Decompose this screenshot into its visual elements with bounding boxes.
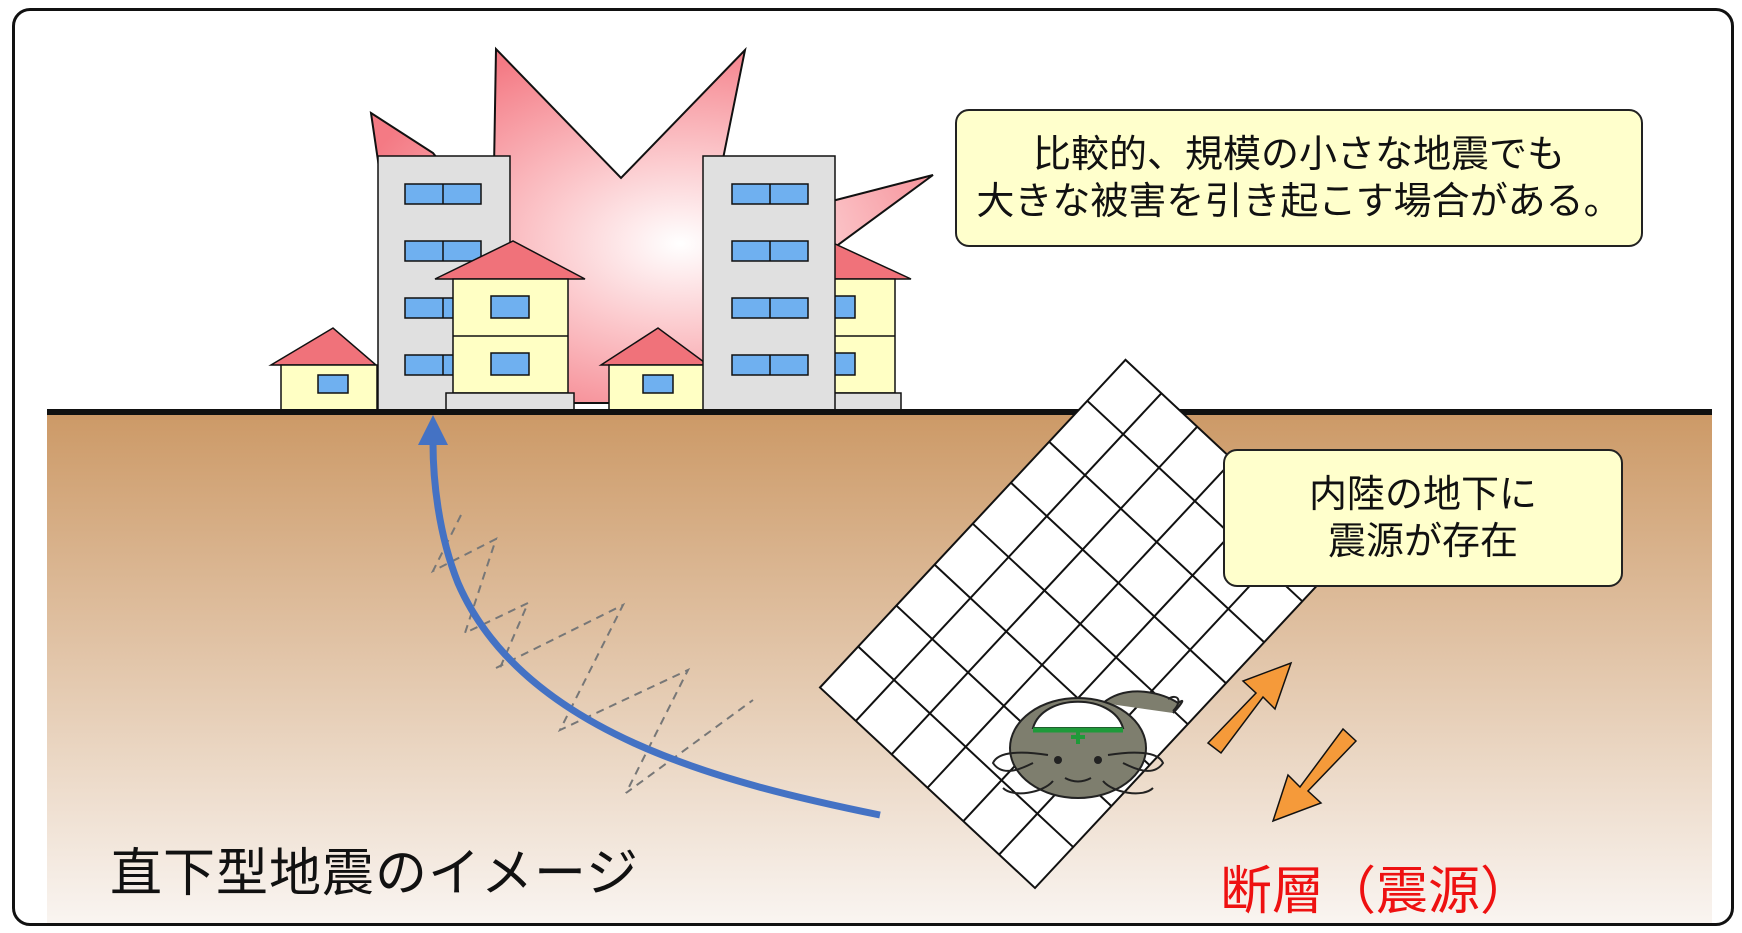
wave-zigzag-2 (495, 602, 754, 794)
house-left (268, 327, 379, 412)
tall-building-right (702, 155, 836, 412)
house-center (598, 327, 711, 412)
wave-zigzag-1 (430, 514, 530, 669)
callout-source-note: 内陸の地下に 震源が存在 (1223, 449, 1623, 587)
callout-source-line2: 震源が存在 (1327, 519, 1518, 563)
seismic-wave-arrowhead (418, 415, 448, 445)
diagram-caption: 直下型地震のイメージ (110, 844, 639, 904)
seismic-wave-arrow (429, 442, 881, 819)
fault-label: 断層（震源） (1220, 862, 1533, 922)
diagram-frame: 比較的、規模の小さな地震でも 大きな被害を引き起こす場合がある。 内陸の地下に … (12, 8, 1734, 926)
two-story-house-left (434, 240, 586, 412)
callout-source-line1: 内陸の地下に (1308, 471, 1537, 516)
slip-arrow-up (1206, 661, 1293, 755)
callout-damage-line2: 大きな被害を引き起こす場合がある。 (976, 179, 1622, 223)
callout-damage-line1: 比較的、規模の小さな地震でも (1032, 131, 1565, 176)
callout-damage-note: 比較的、規模の小さな地震でも 大きな被害を引き起こす場合がある。 (955, 109, 1643, 247)
catfish-mascot (991, 690, 1184, 799)
slip-arrow-down (1271, 727, 1358, 823)
